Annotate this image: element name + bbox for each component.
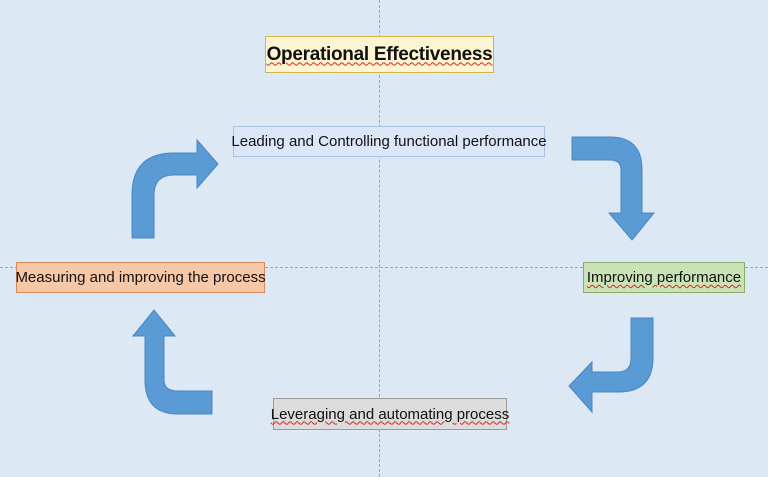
diagram-title: Operational Effectiveness — [265, 36, 494, 73]
node-left-label: Measuring and improving the process — [15, 269, 266, 286]
curved-arrow-icon-top-left — [131, 138, 219, 239]
node-improving-performance: Improving performance — [583, 262, 745, 293]
node-bottom-label: Leveraging and automating process — [270, 405, 510, 423]
title-text: Operational Effectiveness — [266, 43, 493, 65]
node-top-label: Leading and Controlling functional perfo… — [231, 133, 547, 150]
node-leading-controlling: Leading and Controlling functional perfo… — [231, 126, 547, 157]
curved-arrow-icon-top-right — [571, 136, 656, 241]
node-right-label: Improving performance — [586, 269, 742, 286]
vertical-guide-line — [379, 0, 380, 477]
horizontal-guide-line — [0, 267, 768, 268]
node-measuring-improving: Measuring and improving the process — [15, 262, 266, 293]
curved-arrow-icon-bottom-right — [568, 317, 654, 414]
node-leveraging-automating: Leveraging and automating process — [270, 398, 510, 430]
curved-arrow-icon-bottom-left — [131, 309, 213, 415]
